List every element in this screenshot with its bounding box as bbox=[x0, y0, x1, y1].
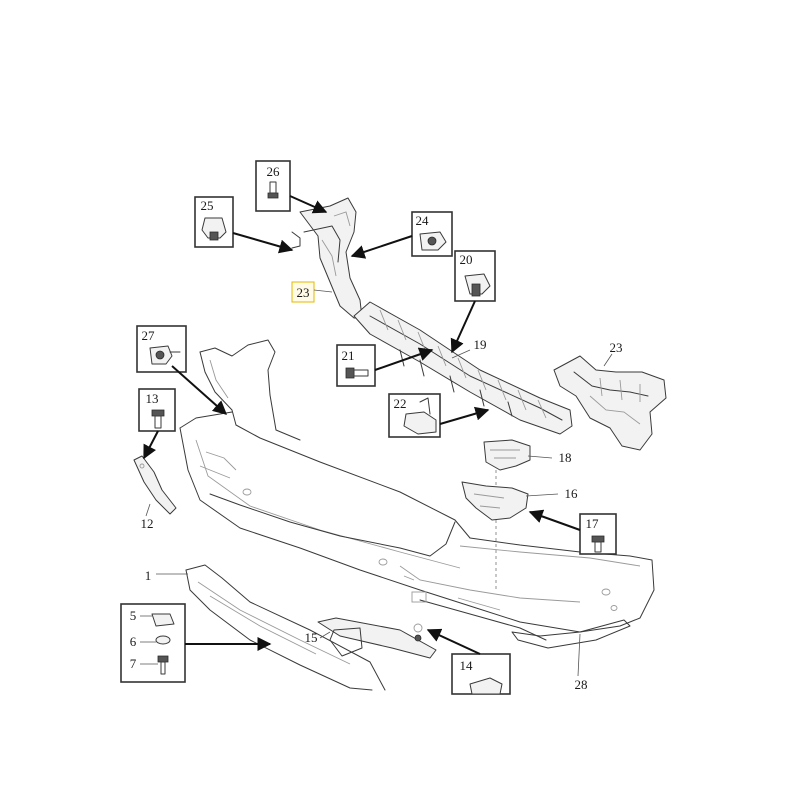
callout-22: 22 bbox=[394, 396, 407, 411]
callout-14: 14 bbox=[460, 658, 474, 673]
leader-arrows bbox=[143, 195, 581, 655]
callout-20: 20 bbox=[460, 252, 473, 267]
callout-25: 25 bbox=[201, 198, 214, 213]
callout-18: 18 bbox=[559, 450, 572, 465]
inset-24: 24 bbox=[411, 211, 453, 257]
callout-23-right: 23 bbox=[610, 340, 623, 355]
bumper-cover bbox=[179, 339, 655, 649]
callout-17: 17 bbox=[586, 516, 600, 531]
impact-absorber bbox=[353, 301, 573, 435]
left-mounting-bracket bbox=[291, 197, 363, 319]
sensor-bracket-lower bbox=[461, 481, 529, 521]
callout-12: 12 bbox=[141, 516, 154, 531]
reflector-trim bbox=[317, 617, 437, 659]
callout-5: 5 bbox=[130, 608, 137, 623]
left-trim-strip bbox=[133, 455, 177, 515]
right-mounting-bracket bbox=[553, 355, 667, 451]
inset-26: 26 bbox=[255, 160, 291, 212]
sensor-bracket-upper bbox=[483, 439, 531, 471]
leader-lines bbox=[145, 289, 613, 677]
callout-19: 19 bbox=[474, 337, 487, 352]
callout-1: 1 bbox=[145, 568, 152, 583]
inset-27: 27 bbox=[136, 325, 187, 373]
inset-20: 20 bbox=[454, 250, 496, 302]
callout-16: 16 bbox=[565, 486, 579, 501]
callout-23-left: 23 bbox=[297, 285, 310, 300]
callout-6: 6 bbox=[130, 634, 137, 649]
inset-14: 14 bbox=[451, 653, 511, 695]
callout-28: 28 bbox=[575, 677, 588, 692]
callout-7: 7 bbox=[130, 656, 137, 671]
callout-15: 15 bbox=[305, 630, 318, 645]
inset-17: 17 bbox=[579, 513, 617, 555]
callout-24: 24 bbox=[416, 213, 430, 228]
inset-5-6-7: 5 6 7 bbox=[120, 603, 186, 683]
inset-13: 13 bbox=[138, 388, 176, 432]
inset-22: 22 bbox=[388, 393, 441, 438]
inset-25: 25 bbox=[194, 196, 234, 248]
lower-diffuser bbox=[185, 564, 386, 691]
callout-27: 27 bbox=[142, 328, 156, 343]
inset-21: 21 bbox=[336, 344, 376, 387]
callout-21: 21 bbox=[342, 348, 355, 363]
callout-26: 26 bbox=[267, 164, 281, 179]
callout-13: 13 bbox=[146, 391, 159, 406]
label-23-highlighted: 23 bbox=[291, 281, 315, 303]
